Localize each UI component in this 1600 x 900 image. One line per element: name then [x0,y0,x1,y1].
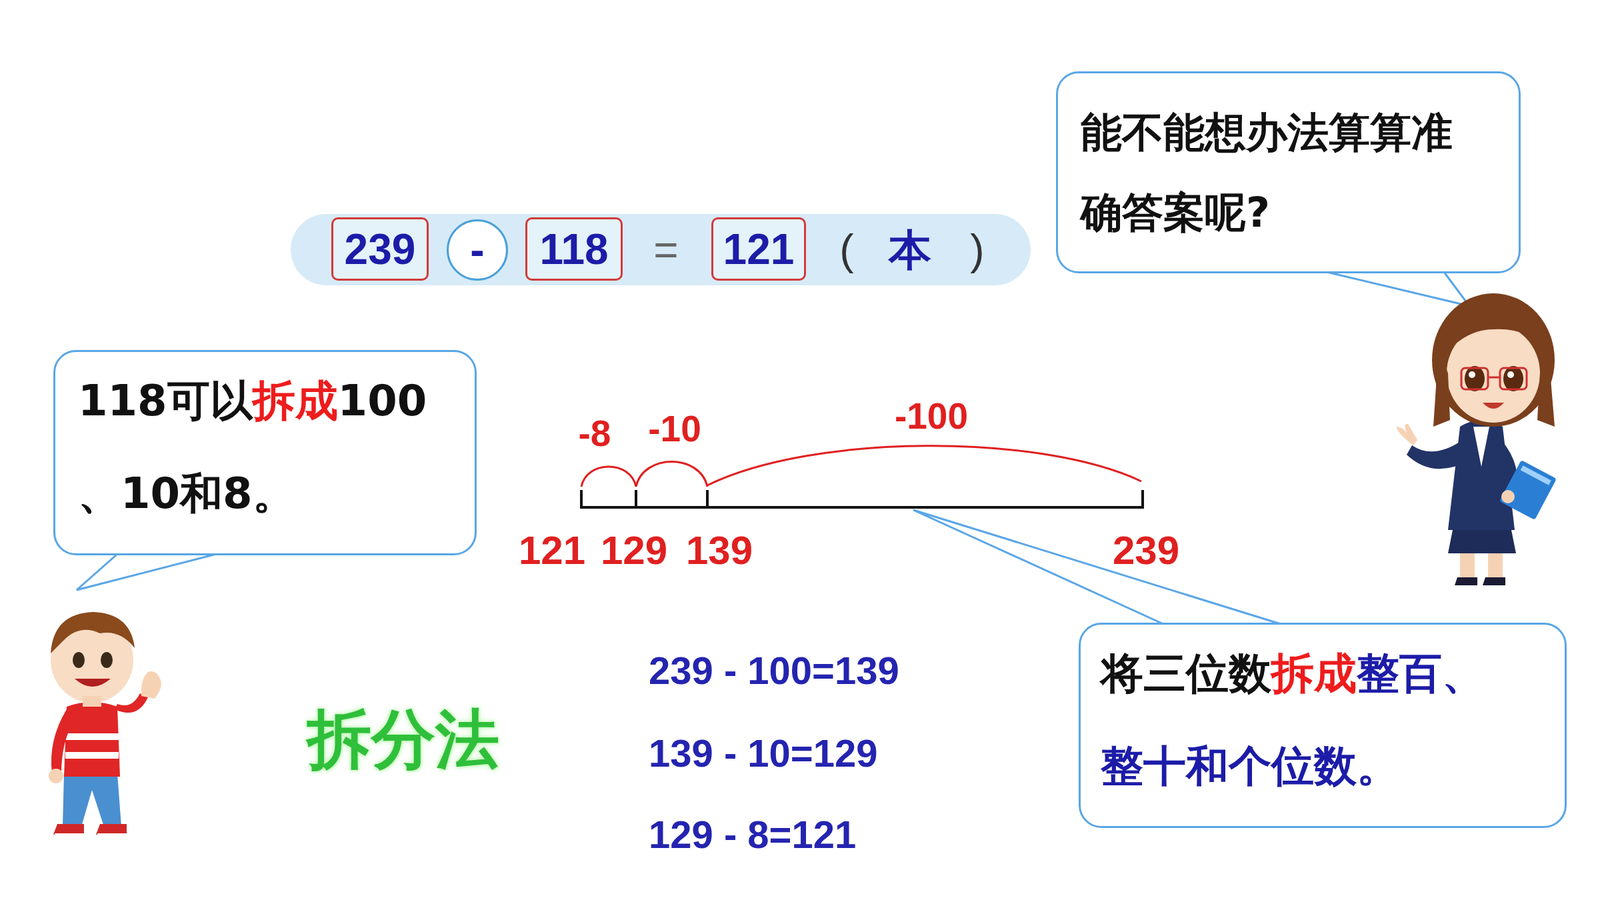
equation-step: 129 - 8=121 [648,813,856,856]
method-title: 拆分法 [307,704,500,776]
bubble-tail [76,549,235,590]
number-box: 239 [331,217,429,281]
bubble-text: 整十和个位数。 [1100,741,1400,791]
equation-symbol: ( [839,228,854,272]
teacher-figure [1396,293,1557,586]
number-box: 121 [711,217,806,281]
text-line: 整十和个位数。 [1100,725,1485,818]
jump-arc [581,446,1142,487]
speech-bubble: 能不能想办法算算准确答案呢? [1056,71,1521,274]
text-line: 能不能想办法算算准确答案呢? [1080,92,1470,253]
equation-step: 239 - 100=139 [648,649,900,692]
speech-bubble: 将三位数拆成整百、整十和个位数。 [1078,622,1567,828]
speech-bubble: 118可以拆成100 、10和8。 [53,350,477,556]
bubble-content: 118可以拆成100 、10和8。 [78,360,427,546]
jump-label: -100 [894,396,968,437]
jump-label: -10 [648,408,702,450]
text-line: 将三位数拆成整百、 [1100,632,1485,726]
tick-label: 121 [518,528,586,573]
bubble-content: 能不能想办法算算准确答案呢? [1080,92,1470,253]
tick-label: 239 [1112,528,1180,573]
bubble-text: 拆成 [252,376,338,426]
bubble-tail [1326,272,1470,306]
leader-line [913,510,1281,624]
equation-symbol: ) [970,228,984,272]
bubble-text: 将三位数 [1100,648,1272,698]
bubble-content: 将三位数拆成整百、整十和个位数。 [1100,632,1485,818]
bubble-text: 100 [338,376,428,426]
bubble-tail [913,510,1281,627]
operator-circle: - [446,219,508,281]
boy-figure [48,612,162,839]
bubble-text: 、10和8。 [78,468,296,518]
jump-label: -8 [578,413,612,454]
number-line [581,490,1143,509]
equation-step: 139 - 10=129 [648,732,878,775]
box-number: - [470,228,484,272]
equation-band: = ( 本) 239 - 118 121 [290,214,1031,286]
bubble-text: 118可以 [78,376,253,426]
equation-symbol: 本 [888,228,932,272]
bubble-text: 能不能想办法算算准确答案呢? [1080,92,1470,253]
bubble-text: 拆成 [1271,648,1357,698]
box-number: 121 [723,228,795,271]
text-line: 118可以拆成100 [78,360,427,453]
box-number: 239 [344,228,416,271]
text-line: 、10和8。 [78,452,427,546]
tick-label: 139 [686,528,753,573]
number-box: 118 [525,217,623,281]
bubble-text: 整百、 [1356,648,1485,698]
equation-symbol: = [653,228,678,272]
box-number: 118 [539,228,608,271]
bubble-tail [1326,269,1470,306]
tick-label: 129 [600,528,668,573]
